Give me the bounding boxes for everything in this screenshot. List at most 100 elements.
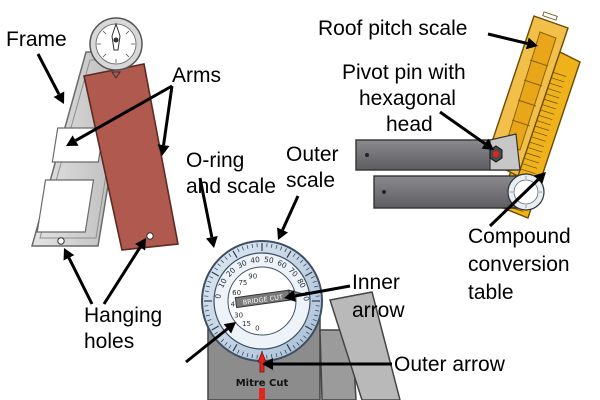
table-row-line [522, 163, 538, 169]
compound-label-line-2: conversion [468, 253, 570, 276]
dial-tick-mark [305, 271, 313, 277]
dial-tick-mark [228, 253, 232, 257]
frame-label: Frame [6, 28, 67, 51]
dial-tick-mark [207, 280, 212, 283]
compound-label-line-1: Compound [468, 225, 571, 248]
hexagonal-pivot-icon [489, 145, 503, 163]
arrow-pointer-icon [205, 236, 218, 248]
arrow-pointer-icon [53, 91, 65, 104]
hanging-hole-icon [146, 232, 154, 240]
table-row-line [538, 114, 553, 121]
o-ring-label-line-2: and scale [186, 175, 276, 198]
callout-line [281, 195, 300, 231]
dial-tick-mark [204, 310, 209, 312]
dial-tick-mark [241, 351, 244, 356]
dial-tick-mark [305, 325, 313, 331]
dial-tick-mark [271, 354, 273, 359]
arrow-pointer-icon [223, 322, 236, 334]
callout-line [162, 85, 174, 146]
dial-tick-mark [246, 244, 249, 249]
arrow-pointer-icon [66, 135, 79, 146]
dial-tick-mark [220, 259, 225, 264]
dial-tick-mark [237, 248, 240, 253]
outer-scale-number: 30 [236, 258, 249, 270]
table-row-line [541, 104, 556, 110]
o-ring-label-line-1: O-ring [186, 149, 245, 172]
dial-tick-mark [310, 276, 315, 279]
outer-scale-number: 0 [213, 293, 223, 299]
arms-label: Arms [172, 64, 221, 87]
table-row-line [534, 125, 550, 131]
dial-tick-mark [224, 256, 228, 260]
callout-line [488, 178, 540, 228]
arrow-pointer-icon [284, 290, 296, 302]
frame-window-lower [36, 179, 95, 233]
dial-tick-mark [205, 285, 210, 288]
outer-scale-number: 40 [250, 255, 261, 265]
dial-tick-mark [306, 267, 310, 271]
hanging-hole-icon [57, 237, 65, 245]
outer-arrow-pointer [257, 350, 267, 373]
table-row-line [543, 98, 558, 104]
table-row-line [548, 82, 563, 88]
arrow-pointer-icon [135, 238, 146, 251]
dial-tick-mark [292, 345, 296, 349]
dial-tick-mark [271, 243, 273, 248]
outer-scale-number: 60 [276, 258, 289, 270]
dial-tick-mark [284, 248, 287, 253]
dial-tick-mark [224, 342, 228, 346]
dial-tick-mark [228, 345, 232, 349]
dial-tick-mark [232, 250, 238, 258]
dial-tick-mark [211, 271, 219, 277]
inner-scale-number: 90 [248, 273, 257, 281]
pivot-pin-label-line-3: head [386, 113, 433, 136]
callout-line [36, 53, 61, 95]
dial-tick-mark [205, 314, 210, 317]
dial-tick-mark [280, 351, 283, 356]
table-row-line [539, 109, 555, 115]
table-row-line [529, 141, 545, 148]
dial-tick-mark [217, 263, 221, 267]
arrow-pointer-icon [525, 37, 538, 50]
inner-scale-number: 45 [231, 300, 240, 308]
dial-tick-mark [251, 354, 253, 359]
dial-tick-mark [214, 331, 218, 335]
dial-tick-mark [296, 342, 300, 346]
dial-tick-mark [241, 246, 244, 251]
table-row-line [550, 77, 565, 83]
arrow-pointer-icon [481, 138, 494, 150]
dial-tick-mark [211, 325, 219, 331]
dial-tick-mark [299, 259, 304, 264]
dial-tick-mark [299, 338, 304, 343]
table-row-line [528, 147, 543, 153]
hanging-holes-label-line-2: holes [84, 330, 135, 353]
red-indicator-icon [259, 388, 265, 400]
callout-line [185, 327, 229, 364]
outer-scale-number: 10 [216, 277, 229, 290]
arrow-pointer-icon [63, 248, 75, 261]
arrow-pointer-icon [262, 358, 273, 370]
outer-scale-label-line-1: Outer [286, 143, 339, 166]
dial-tick-mark [314, 285, 319, 288]
outer-scale-ticks [204, 243, 320, 359]
dial-tick-mark [310, 323, 315, 326]
roof-pitch-scale-label: Roof pitch scale [318, 17, 468, 40]
dial-tick-mark [312, 280, 317, 283]
mitre-cut-label: Mitre Cut [236, 378, 289, 389]
table-row-line [521, 168, 536, 175]
dial-tick-mark [207, 319, 212, 322]
inner-scale-number: 0 [255, 325, 259, 333]
dial-tick-mark [296, 256, 300, 260]
table-row-line [546, 87, 562, 94]
protractor-open-view [31, 17, 179, 251]
callout-line [487, 32, 528, 45]
dial-tick-mark [237, 349, 240, 354]
dial-tick-mark [303, 335, 307, 339]
dial-tick-mark [209, 323, 214, 326]
table-row-line [551, 71, 567, 77]
arrow-pointer-icon [533, 172, 546, 184]
callout-arrows [36, 32, 546, 370]
